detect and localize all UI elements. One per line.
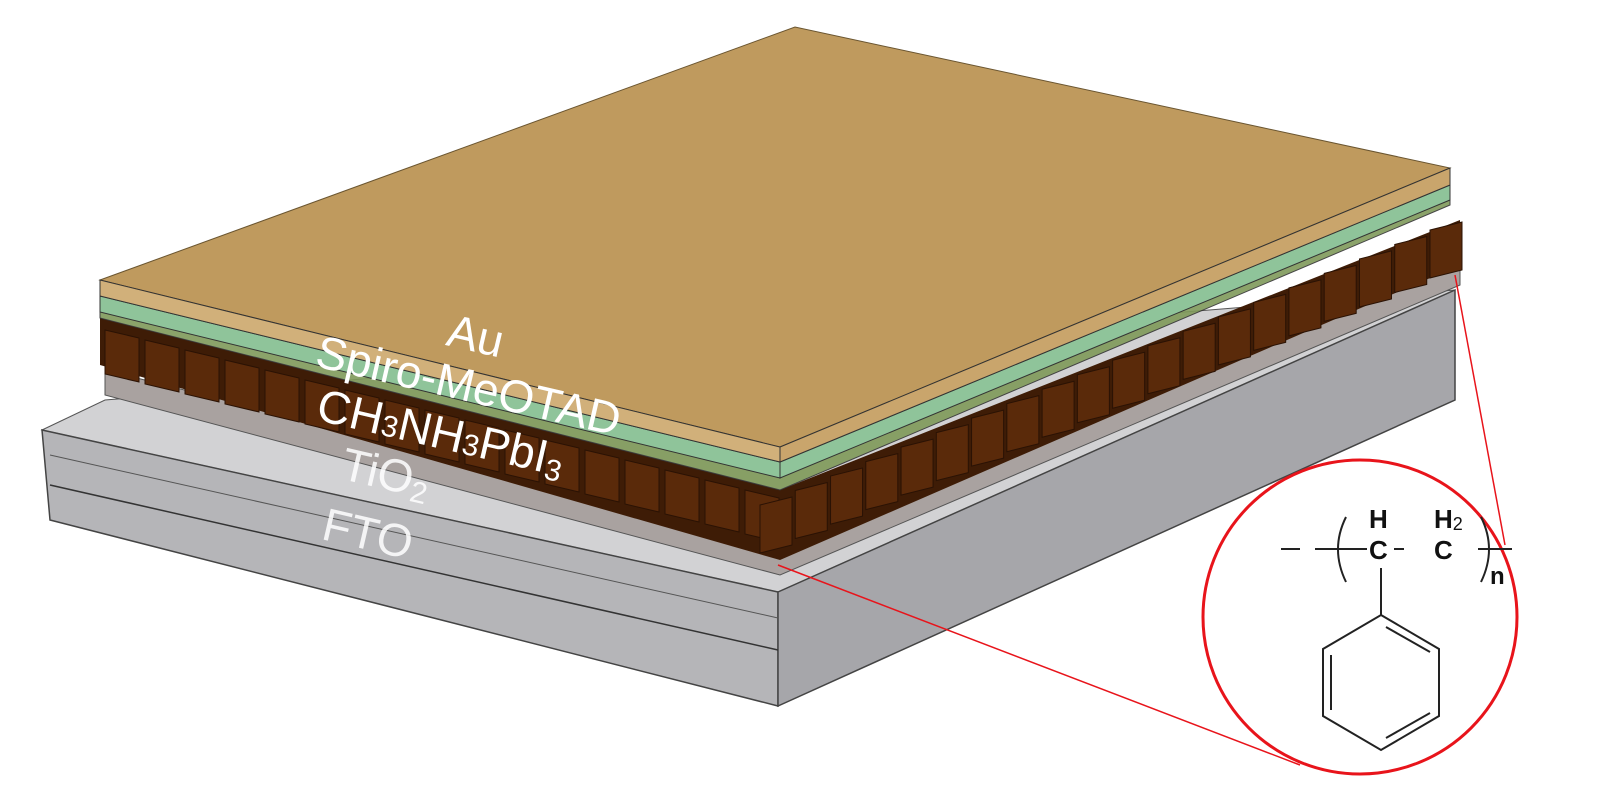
perovskite-block [1288, 279, 1322, 337]
perovskite-block [1217, 308, 1251, 366]
perovskite-block [1358, 250, 1392, 308]
perovskite-block [304, 379, 340, 433]
perovskite-block [424, 409, 460, 463]
perovskite-block [1323, 264, 1357, 323]
perovskite-block [104, 329, 140, 383]
perovskite-block [584, 449, 620, 503]
perovskite-block [830, 467, 864, 525]
au-layer [98, 26, 1452, 463]
perovskite-backing [100, 220, 1460, 560]
perovskite-block [544, 439, 580, 493]
label-perovskite: CH3NH3PbI3 [312, 379, 570, 489]
perovskite-block [865, 452, 899, 511]
perovskite-block [464, 419, 500, 473]
callout-line-bottom [777, 564, 1301, 766]
perovskite-block [264, 369, 300, 423]
perovskite-block [1147, 337, 1181, 395]
perovskite-block [224, 359, 260, 413]
perovskite-block [971, 409, 1005, 467]
perovskite-block [1253, 293, 1287, 352]
perovskite-block [1076, 366, 1110, 424]
bracket-right [1480, 516, 1490, 583]
benzene-ring [1322, 613, 1440, 752]
perovskite-block [1394, 235, 1428, 294]
perovskite-block [664, 469, 700, 523]
perovskite-block [1006, 395, 1040, 453]
bracket-left [1337, 516, 1347, 583]
perovskite-block [184, 349, 220, 403]
perovskite-block [900, 438, 934, 496]
perovskite-block [144, 339, 180, 393]
callout-circle [1201, 458, 1519, 776]
layer-labels: Au Spiro-MeOTAD CH3NH3PbI3 TiO2 FTO [311, 304, 626, 569]
perovskite-block [794, 481, 828, 540]
repeat-n: n [1490, 563, 1505, 590]
label-au: Au [443, 304, 510, 367]
callout-line-top [1454, 274, 1506, 546]
atom-h: H [1369, 504, 1388, 534]
perovskite-layer [100, 220, 1463, 560]
polystyrene-structure [1281, 516, 1512, 752]
perovskite-block [704, 479, 740, 533]
perovskite-block [1112, 351, 1146, 409]
perovskite-block [1041, 380, 1075, 438]
perovskite-block [935, 423, 969, 482]
atom-c1: C [1369, 535, 1388, 565]
atom-c2: C [1434, 535, 1453, 565]
atom-h2: H2 [1434, 504, 1463, 534]
perovskite-block [1429, 221, 1463, 279]
perovskite-block [624, 459, 660, 513]
structure-text: H C H2 C n [1369, 504, 1505, 590]
perovskite-block [504, 429, 540, 483]
perovskite-block [344, 389, 380, 443]
perovskite-block [759, 496, 793, 554]
perovskite-block [1182, 322, 1216, 380]
perovskite-block [384, 399, 420, 453]
